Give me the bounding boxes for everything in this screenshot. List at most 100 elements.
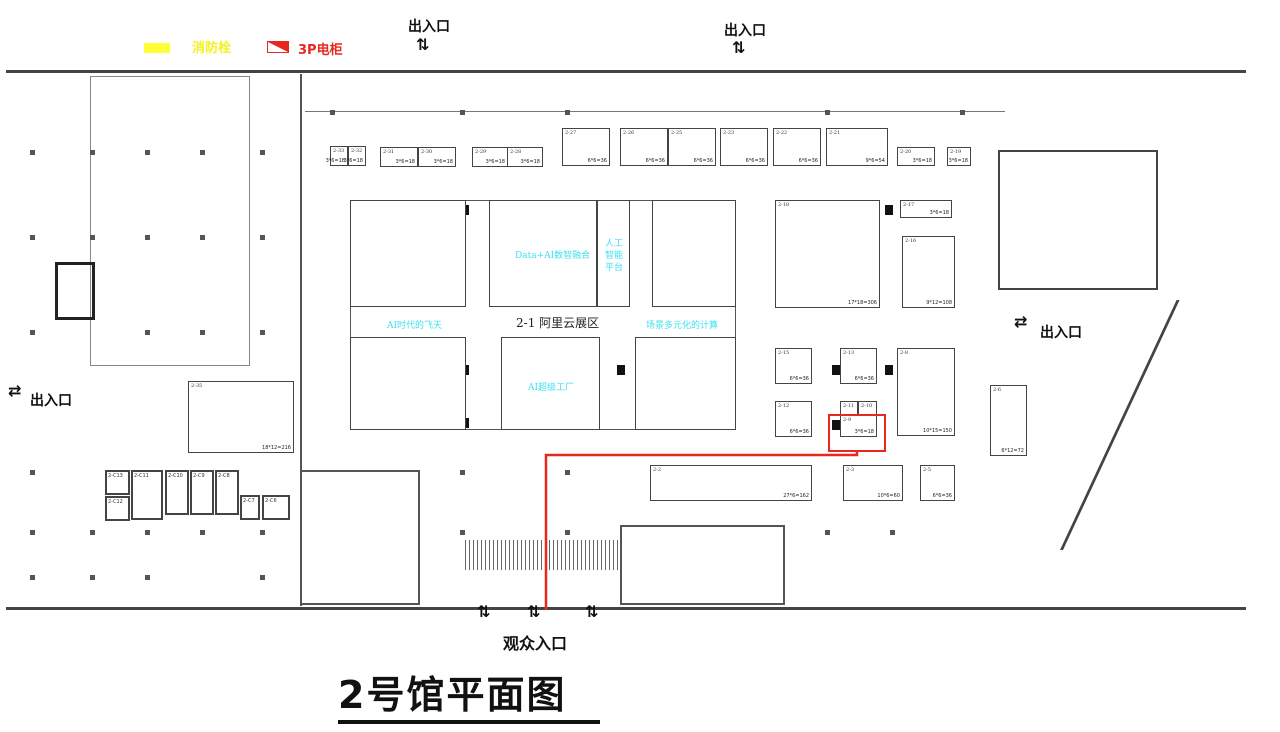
column (145, 235, 150, 240)
area-ai-feitian[interactable] (350, 200, 466, 307)
exit-label-left: 出入口 (30, 393, 72, 409)
booth-size: 6*6=36 (789, 429, 809, 435)
meeting-room-2-C10[interactable]: 2-C10 (165, 470, 189, 515)
meeting-room-2-C12[interactable]: 2-C12 (105, 496, 130, 521)
booth-id: 2-32 (351, 148, 363, 154)
booth-size: 6*6=36 (854, 376, 874, 382)
two-way-arrow-icon: ⇅ (477, 602, 491, 621)
booth-2-13[interactable]: 2-13 6*6=36 (840, 348, 877, 384)
area-label: AI时代的飞天 (387, 321, 443, 331)
column (330, 110, 335, 115)
booth-id: 2-2 (653, 467, 662, 473)
bottom-service-area (300, 470, 420, 605)
booth-size: 3*6=18 (520, 159, 540, 165)
booth-size: 6*12=72 (1001, 448, 1024, 454)
column (260, 330, 265, 335)
booth-size: 9*6=54 (865, 158, 885, 164)
title-underline (338, 720, 600, 724)
column (260, 575, 265, 580)
area-label: AI超级工厂 (528, 383, 575, 393)
area-label: 人工智能平台 (604, 239, 623, 273)
booth-2-28[interactable]: 2-28 3*6=18 (507, 147, 543, 167)
column (30, 470, 35, 475)
legend-hydrant-label: 消防栓 (192, 41, 232, 56)
meeting-room-2-C8[interactable]: 2-C8 (215, 470, 239, 515)
two-way-arrow-icon: ⇅ (416, 35, 430, 54)
column (145, 150, 150, 155)
booth-size: 18*12=216 (262, 445, 291, 451)
meeting-room-2-C7[interactable]: 2-C7 (240, 495, 260, 520)
column (90, 575, 95, 580)
booth-size: 3*6=18 (854, 429, 874, 435)
column (460, 110, 465, 115)
meeting-room-2-C13[interactable]: 2-C13 (105, 470, 130, 495)
area-ai-factory[interactable] (501, 337, 600, 430)
booth-size: 10*15=150 (923, 428, 952, 434)
zone-name: 2-1 阿里云展区 (516, 316, 600, 330)
area-compute[interactable] (652, 200, 736, 307)
booth-id: 2-18 (778, 202, 790, 208)
area-ai-platform[interactable] (597, 200, 630, 307)
booth-id: 2-19 (950, 149, 962, 155)
meeting-room-2-C6[interactable]: 2-C6 (262, 495, 290, 520)
column (30, 530, 35, 535)
booth-size: 6*6=36 (932, 493, 952, 499)
pillar (885, 365, 893, 375)
meeting-room-2-C11[interactable]: 2-C11 (131, 470, 163, 520)
booth-id: 2-23 (723, 130, 735, 136)
column (825, 110, 830, 115)
area-data-ai[interactable] (489, 200, 597, 307)
booth-id: 2-13 (843, 350, 855, 356)
column (825, 530, 830, 535)
area-br[interactable] (635, 337, 736, 430)
booth-size: 3*6=18 (929, 210, 949, 216)
column (565, 530, 570, 535)
booth-id: 2-20 (900, 149, 912, 155)
booth-size: 3*6=18 (325, 158, 345, 164)
booth-id: 2-3 (846, 467, 855, 473)
pillar (617, 365, 625, 375)
booth-id: 2-10 (861, 403, 873, 409)
two-way-arrow-icon: ⇄ (1014, 312, 1028, 331)
column (260, 530, 265, 535)
area-bl[interactable] (350, 337, 466, 430)
entrance-corridor (465, 540, 620, 570)
booth-id: 2-26 (623, 130, 635, 136)
column (200, 330, 205, 335)
meeting-room-2-C9[interactable]: 2-C9 (190, 470, 214, 515)
exit-label-top-left: 出入口 (408, 19, 450, 35)
column (200, 235, 205, 240)
column (260, 235, 265, 240)
pillar (832, 365, 840, 375)
column (890, 530, 895, 535)
booth-id: 2-16 (905, 238, 917, 244)
column (260, 150, 265, 155)
booth-id: 2-28 (510, 149, 522, 155)
two-way-arrow-icon: ⇅ (732, 38, 746, 57)
pillar (885, 205, 893, 215)
